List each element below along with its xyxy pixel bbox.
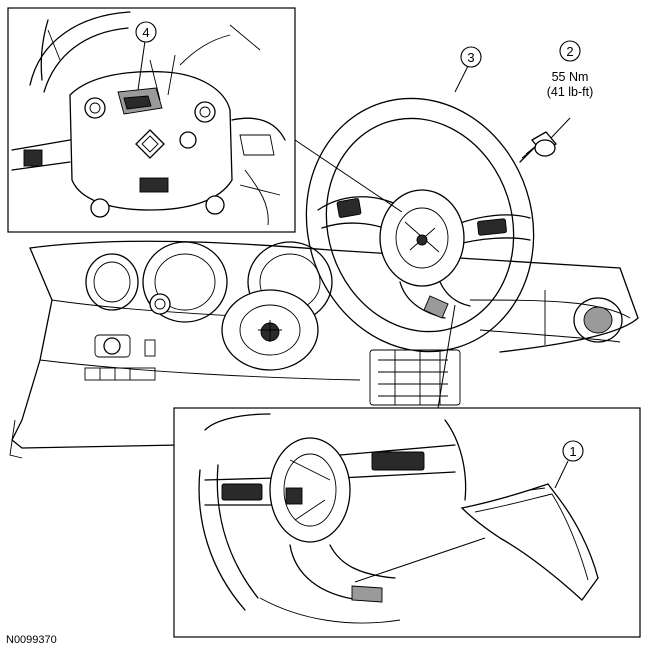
callout-3: 3 [460,46,482,68]
callout-ring [460,46,482,68]
torque-spec-lbft: (41 lb-ft) [547,85,594,99]
leader-4 [137,40,146,91]
torque-spec-nm: 55 Nm [552,70,589,84]
callout-ring [559,40,581,62]
callout-4: 4 [135,21,157,43]
leader-3 [454,65,469,93]
callout-ring [135,21,157,43]
callout-number: 4 [142,25,149,40]
inset-link-top [294,139,403,213]
inset-bottom-right-contents [198,413,599,624]
inset-link-bottom [437,304,456,409]
steering-wheel-bolt [519,131,557,163]
inset-bottom-right [173,407,641,638]
steering-wheel [305,97,535,353]
inset-top-left [7,7,296,233]
leader-2 [550,117,571,139]
callout-ring [562,440,584,462]
instrument-panel [9,240,639,459]
callout-2: 2 [559,40,581,62]
inset-top-left-contents [11,11,286,226]
callout-number: 2 [566,44,573,59]
callout-1: 1 [562,440,584,462]
leader-lines [137,40,571,583]
leader-1 [554,460,569,489]
inset-link-trim [354,537,486,583]
callout-number: 1 [569,444,576,459]
figure-id: N0099370 [6,634,57,646]
callout-number: 3 [467,50,474,65]
